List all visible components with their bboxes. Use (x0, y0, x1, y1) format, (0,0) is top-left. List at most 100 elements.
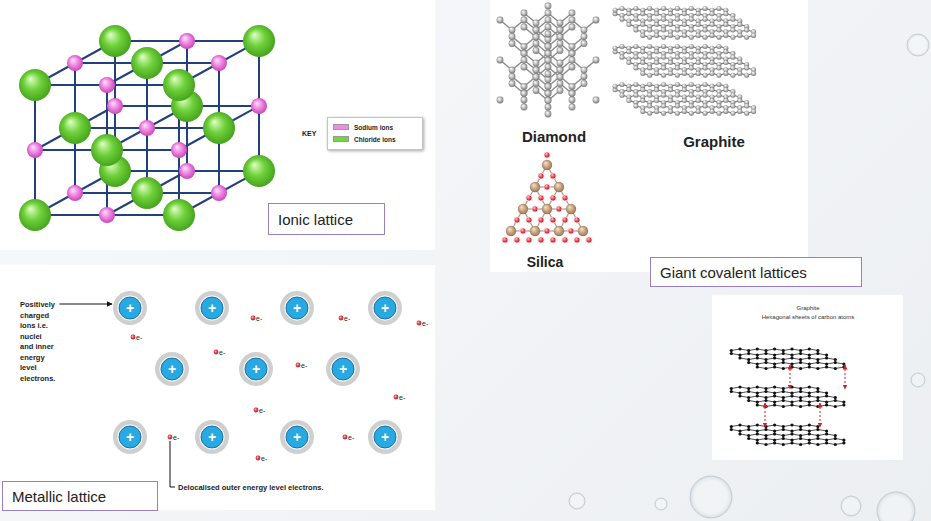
positive-ion (119, 426, 141, 448)
positive-ion (374, 297, 396, 319)
ion-halo (155, 352, 189, 386)
graphite-layer-atom (710, 33, 715, 38)
graphite-layer-atom (626, 22, 631, 27)
box-title: Metallic lattice (12, 488, 106, 505)
carbon-atom (557, 27, 564, 34)
carbon-atom (497, 17, 504, 24)
carbon-atom (533, 27, 540, 34)
graphite-layer-atom (668, 49, 673, 54)
positive-ion (119, 297, 141, 319)
graphite-layer-atom (640, 98, 645, 103)
carbon-atom (557, 34, 564, 41)
graphite-sheet-atom (730, 425, 733, 428)
graphite-layer-atom (620, 6, 625, 11)
graphite-sheet-atom (764, 367, 767, 370)
ionic-panel (0, 0, 435, 250)
leader-line (170, 441, 175, 487)
graphite-layer-atom (696, 60, 701, 65)
graphite-layer-atom (696, 98, 701, 103)
graphite-sheet-atom (747, 349, 750, 352)
graphite-layer-atom (730, 28, 735, 33)
carbon-atom (545, 50, 552, 57)
carbon-atom (569, 90, 576, 97)
carbon-atom (557, 87, 564, 94)
graphite-layer-atom (689, 55, 694, 60)
graphite-layer-atom (682, 60, 687, 65)
sodium-ion (171, 142, 187, 158)
graphite-layer-atom (675, 66, 680, 71)
graphite-layer-atom (654, 87, 659, 92)
graphite-layer-atom (717, 66, 722, 71)
carbon-atom (521, 57, 528, 64)
sodium-ion (107, 98, 123, 114)
graphite-layer-atom (744, 28, 749, 33)
graphite-layer-atom (689, 66, 694, 71)
annotation: Delocalised outer energy level electrons… (178, 483, 323, 492)
graphite-sheet-atom (790, 356, 793, 359)
carbon-atom (545, 3, 552, 10)
graphite-sheet-atom (834, 437, 837, 440)
carbon-atom (521, 64, 528, 71)
graphite-sheet-atom (825, 438, 828, 441)
generated-figures (19, 3, 846, 461)
graphite-layer-atom (647, 93, 652, 98)
carbon-atom (521, 50, 528, 57)
carbon-atom (521, 43, 528, 50)
charge-sign: + (252, 361, 260, 377)
carbon-atom (545, 24, 552, 31)
graphite-sheet-atom (816, 437, 819, 440)
graphite-sheet-atom (738, 353, 741, 356)
ion-halo (195, 291, 229, 325)
graphite-layer-atom (613, 84, 618, 89)
graphite-sheet-atom (834, 443, 837, 446)
bubble (907, 34, 929, 56)
graphite-sheet-atom (764, 434, 767, 437)
graphite-layer-atom (689, 111, 694, 116)
graphite-layer-atom (661, 66, 666, 71)
oxygen-atom (526, 195, 532, 201)
graphite-layer-atom (661, 6, 666, 11)
graphite-layer-atom (703, 73, 708, 78)
graphite-sheet-atom (756, 403, 759, 406)
graphite-layer-atom (661, 17, 666, 22)
graphite-layer-atom (751, 109, 756, 114)
oxygen-atom (550, 237, 556, 243)
graphite-layer-atom (710, 98, 715, 103)
oxygen-atom (538, 237, 544, 243)
graphite-layer-atom (737, 60, 742, 65)
graphite-layer-atom (668, 22, 673, 27)
carbon-atom (533, 33, 540, 40)
graphite-sheet-atom (756, 394, 759, 397)
legend-swatch (333, 136, 349, 142)
graphite-layer-atom (647, 44, 652, 49)
graphite-sheet-atom (808, 356, 811, 359)
graphite-sheet-atom (747, 352, 750, 355)
graphite-layer-atom (661, 55, 666, 60)
graphite-sheet-atom (790, 394, 793, 397)
graphite-layer-atom (647, 6, 652, 11)
charge-sign: + (208, 300, 216, 316)
graphite-layer-atom (744, 73, 749, 78)
graphite-sheet-atom (808, 400, 811, 403)
charge-sign: + (339, 361, 347, 377)
graphite-sheet-atom (816, 399, 819, 402)
graphite-layer-atom (640, 49, 645, 54)
graphite-sheet-atom (842, 403, 845, 406)
graphite-layer-atom (737, 109, 742, 114)
graphite-sheet-atom (747, 390, 750, 393)
ion-gap (244, 357, 269, 382)
graphite-layer-atom (626, 49, 631, 54)
sodium-ion (179, 163, 195, 179)
graphite-sheet-atom (799, 367, 802, 370)
electron-dot (339, 316, 344, 321)
interlayer-force-arrow (820, 403, 821, 427)
graphite-layer-atom (730, 93, 735, 98)
graphite-sheet-atom (799, 387, 802, 390)
carbon-atom (569, 97, 576, 104)
sodium-ion (139, 120, 155, 136)
carbon-atom (545, 111, 552, 118)
graphite-sheet-atom (773, 347, 776, 350)
legend-row: Chloride ions (333, 133, 417, 145)
graphite-sheet-atom (799, 352, 802, 355)
chloride-ion (243, 155, 275, 187)
